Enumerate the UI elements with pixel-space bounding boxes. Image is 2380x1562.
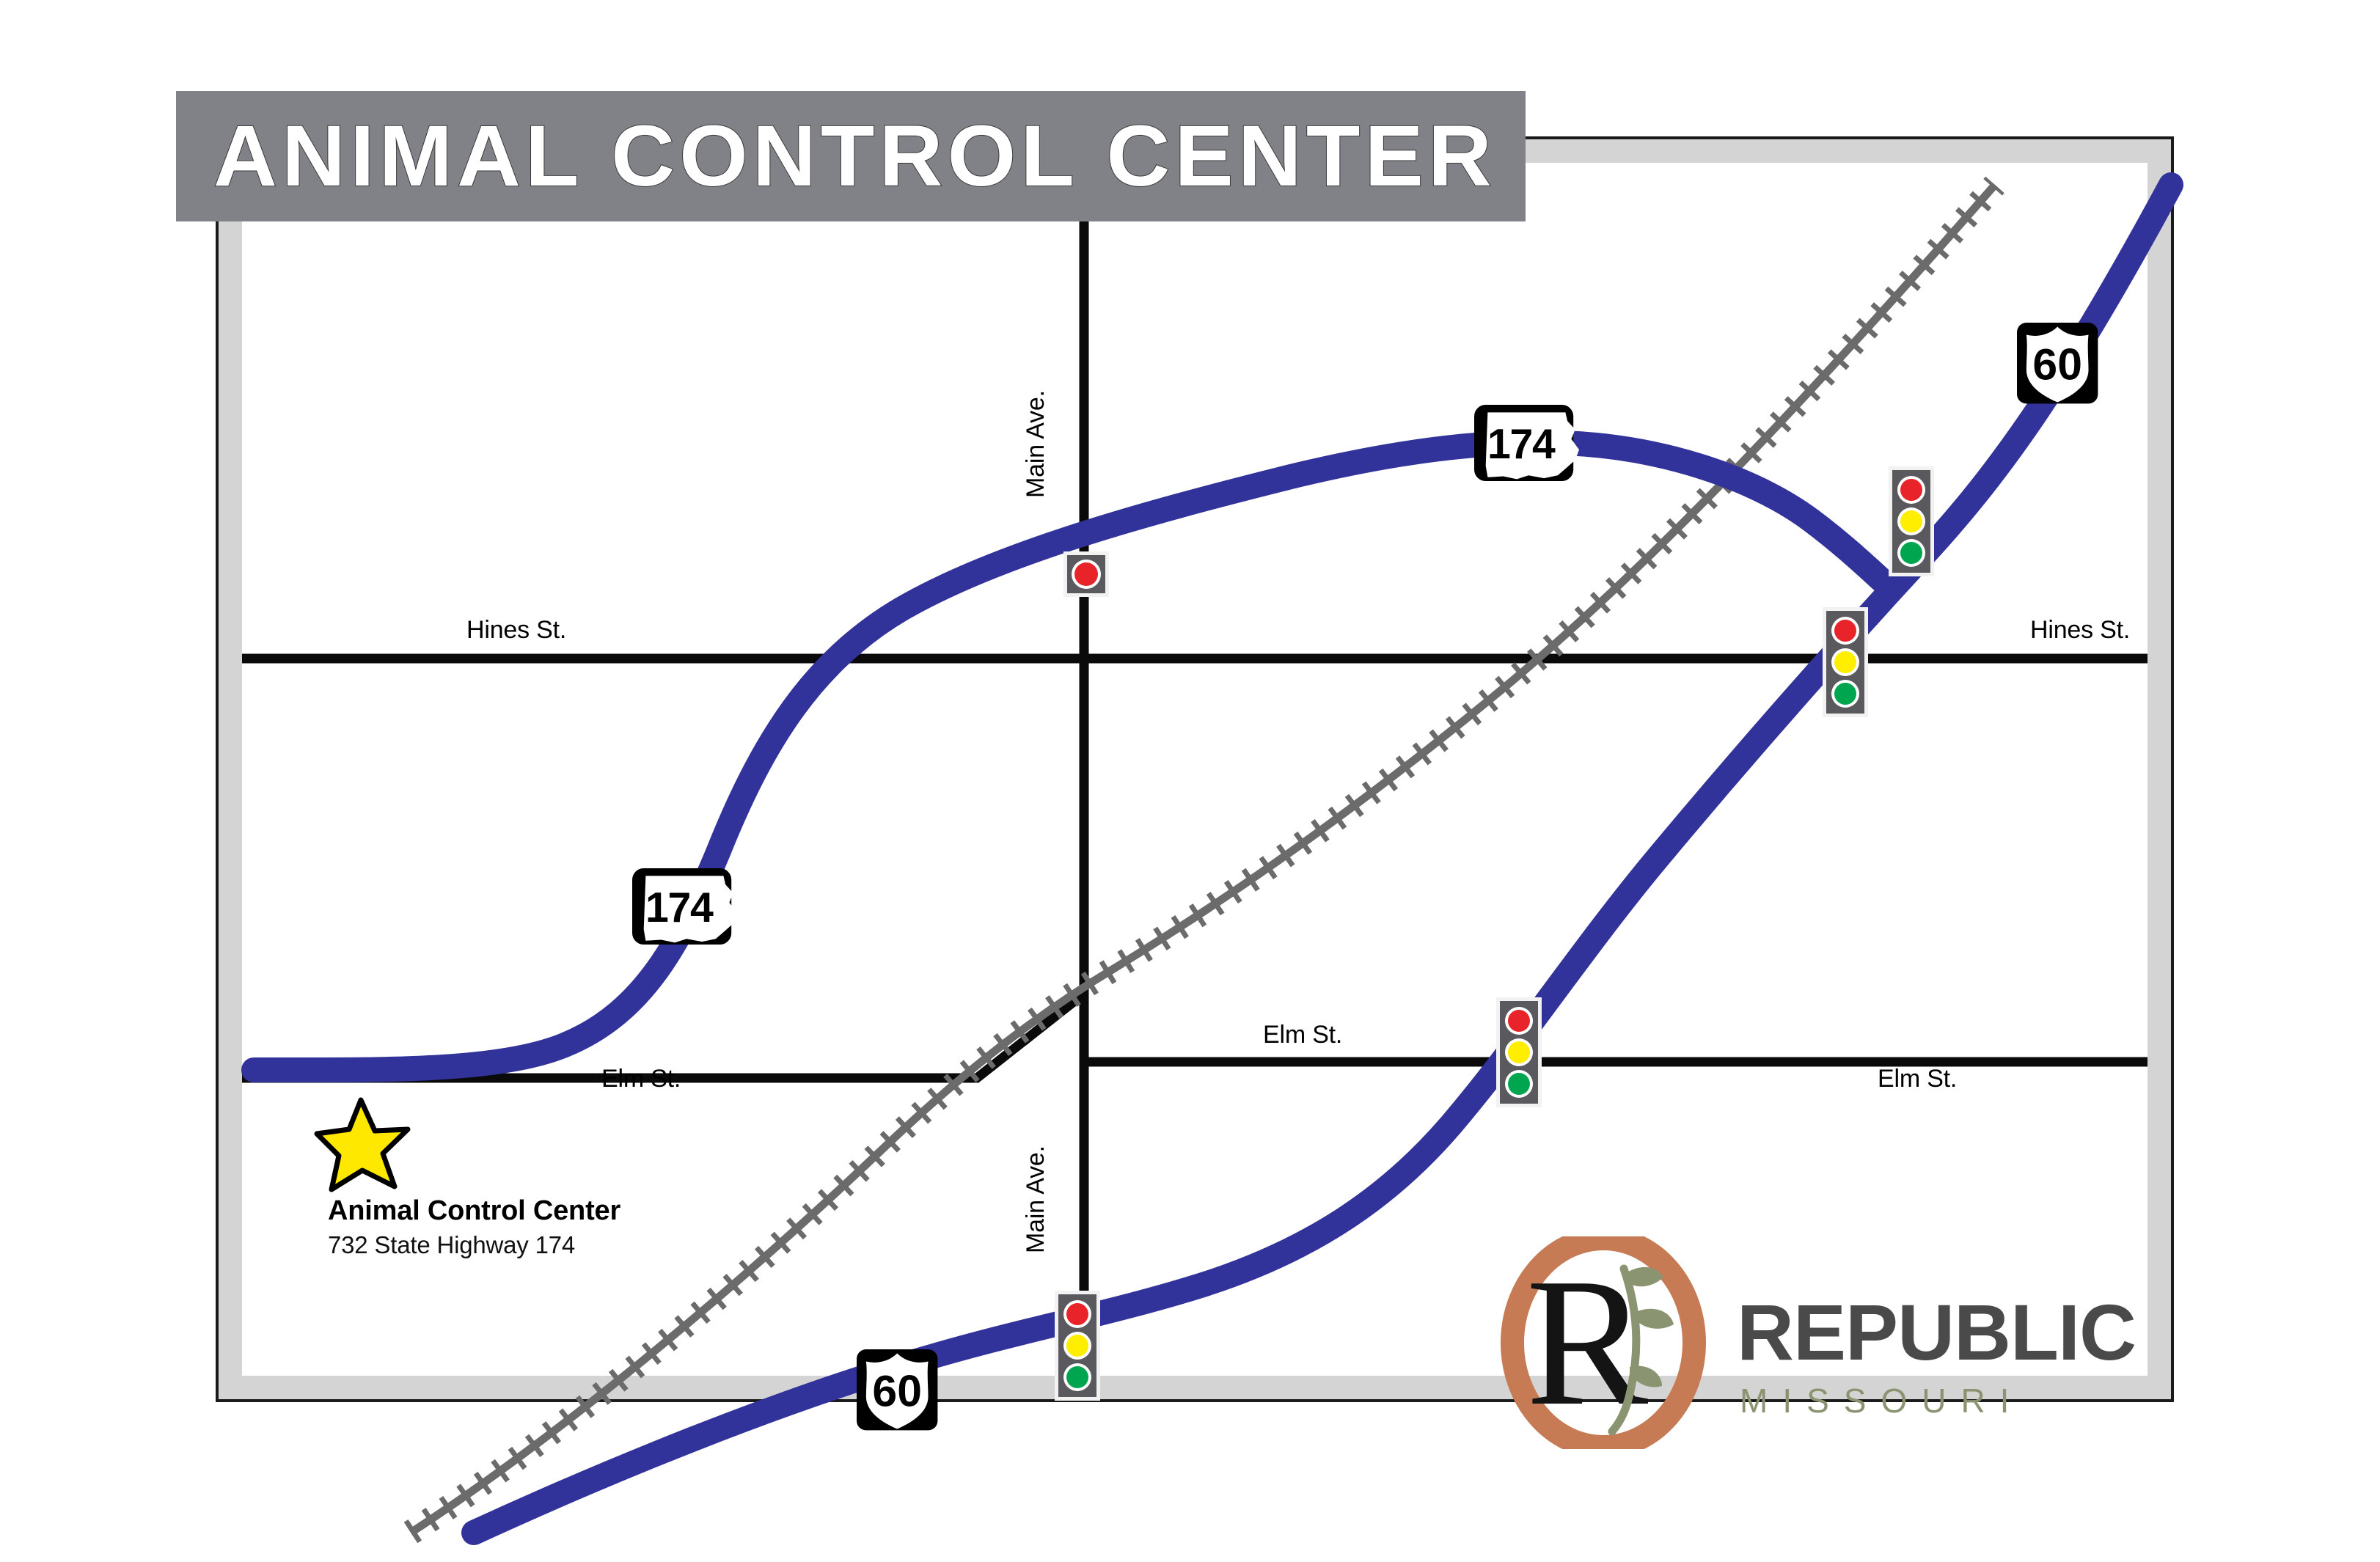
signal-60-hines [1823, 607, 1868, 717]
signal-60-main [1055, 1291, 1100, 1401]
svg-text:174: 174 [1487, 421, 1556, 468]
signal-60-174-north [1889, 466, 1934, 576]
yellow-light [1508, 1041, 1530, 1063]
green-light [1900, 542, 1922, 564]
shield-60-south: 60 [857, 1349, 938, 1431]
red-light [1834, 620, 1856, 642]
railroad-track [403, 176, 2004, 1544]
shield-174-west: 174 [632, 868, 737, 945]
street-label-elm-right: Elm St. [1878, 1065, 1958, 1093]
star-marker [314, 1097, 411, 1192]
red-light [1900, 479, 1922, 501]
republic-missouri-logo: R REPUBLIC MISSOURI [1501, 1227, 2139, 1459]
street-label-hines-left: Hines St. [466, 616, 567, 644]
logo-oval-ring [1501, 1227, 1706, 1459]
street-label-elm-left: Elm St. [601, 1065, 681, 1093]
signal-60-elm [1496, 997, 1542, 1107]
route-174-line [241, 430, 1901, 1083]
yellow-light [1900, 510, 1922, 532]
svg-text:174: 174 [645, 884, 714, 931]
logo-vine-icon [1608, 1264, 1641, 1436]
green-light [1508, 1073, 1530, 1095]
shield-174-north: 174 [1474, 405, 1579, 481]
poi-label-block: Animal Control Center 732 State Highway … [328, 1195, 620, 1259]
logo-state-text: MISSOURI [1740, 1382, 2024, 1420]
shield-60-northeast: 60 [2017, 323, 2098, 404]
street-label-main-lower: Main Ave. [1022, 1145, 1050, 1253]
poi-address: 732 State Highway 174 [328, 1231, 576, 1258]
rail-ties [403, 176, 2004, 1544]
title-banner: ANIMAL CONTROL CENTER [176, 91, 1526, 221]
red-light [1508, 1010, 1530, 1032]
green-light [1066, 1366, 1088, 1388]
street-label-elm-mid: Elm St. [1263, 1021, 1343, 1049]
svg-text:60: 60 [872, 1365, 922, 1415]
street-label-main-upper: Main Ave. [1022, 390, 1050, 498]
svg-text:60: 60 [2032, 339, 2082, 389]
street-label-hines-right: Hines St. [2030, 616, 2131, 644]
logo-brand-text: REPUBLIC [1737, 1288, 2136, 1376]
red-light [1066, 1303, 1088, 1325]
page-title: ANIMAL CONTROL CENTER [213, 108, 1496, 205]
yellow-light [1066, 1335, 1088, 1357]
poi-name: Animal Control Center [328, 1195, 621, 1226]
logo-graphic: R REPUBLIC MISSOURI [1501, 1227, 2136, 1459]
signal-main-174 [1063, 551, 1109, 597]
red-light [1074, 562, 1098, 586]
yellow-light [1834, 651, 1856, 673]
logo-leaf-icons [1624, 1266, 1674, 1387]
green-light [1834, 683, 1856, 705]
